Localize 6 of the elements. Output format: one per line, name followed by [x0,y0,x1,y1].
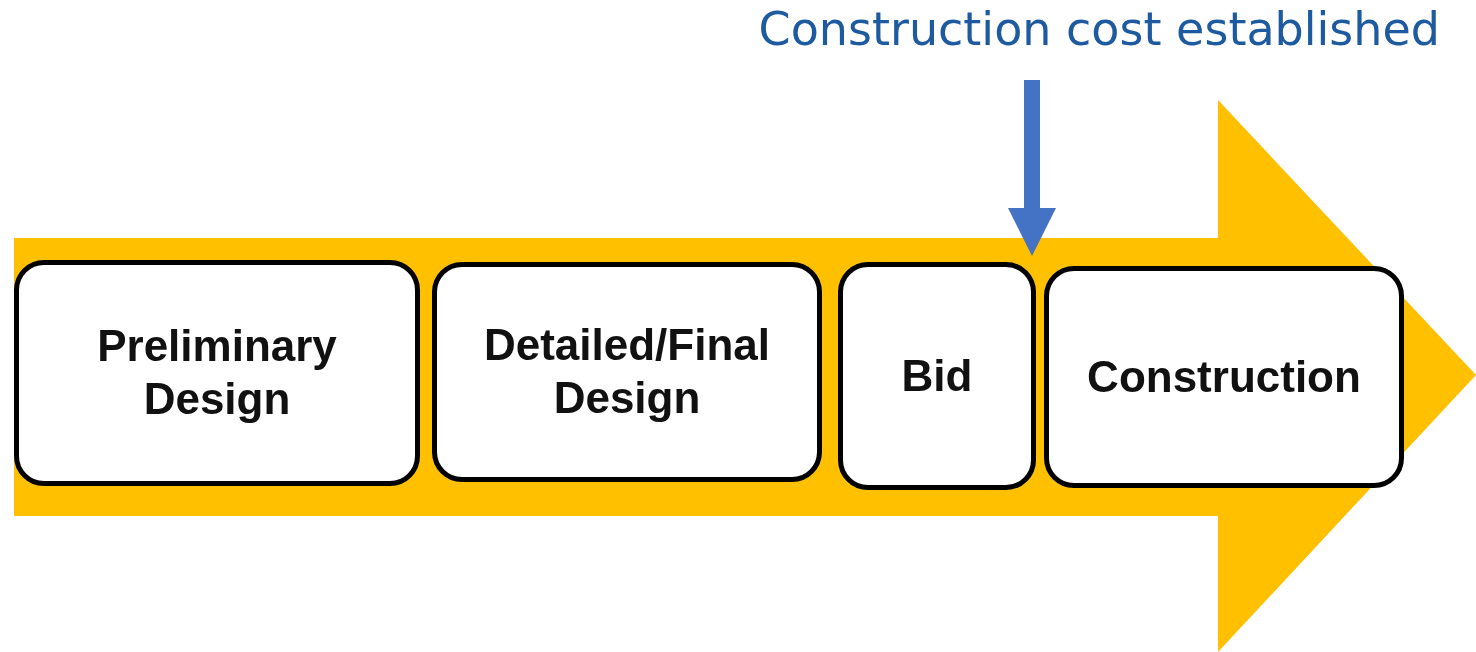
phase-box: Detailed/Final Design [432,262,822,482]
phase-box: Preliminary Design [14,260,420,486]
phase-box: Bid [838,262,1036,490]
callout-text: Construction cost established [640,2,1440,56]
phase-box: Construction [1044,266,1404,488]
arrow [1008,80,1056,256]
